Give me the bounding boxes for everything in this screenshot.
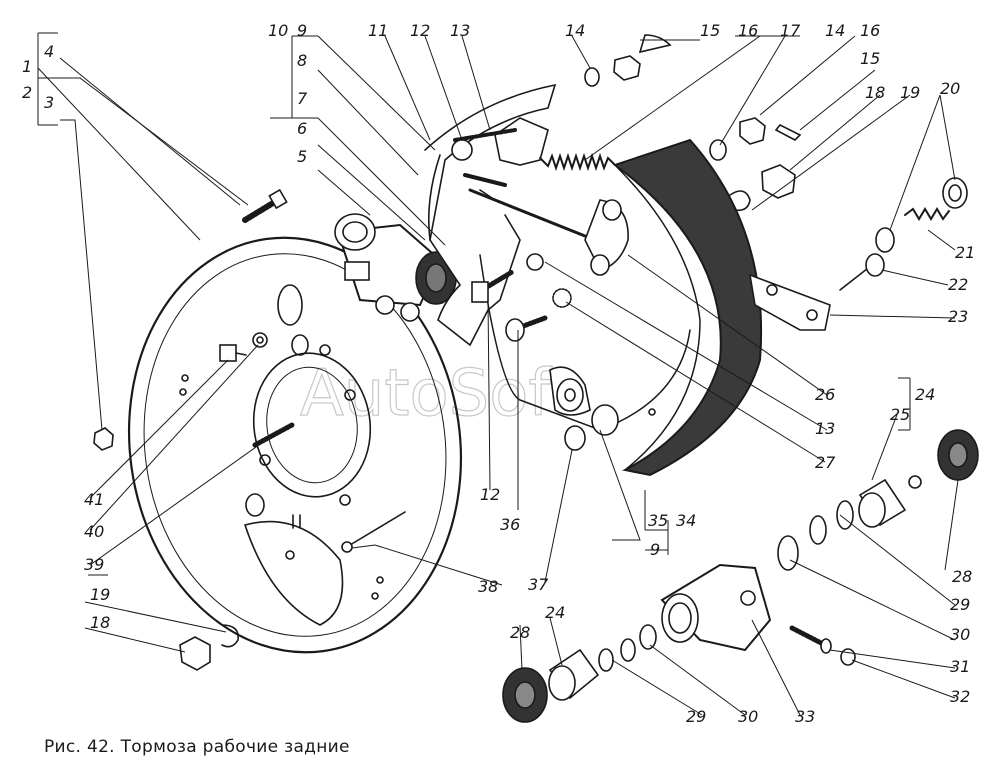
callout-30a: 30	[950, 625, 970, 644]
callout-7: 7	[297, 89, 308, 108]
callout-13a: 13	[450, 21, 470, 40]
cotter-pin-15-top	[638, 34, 672, 54]
callout-24b: 24	[545, 603, 565, 622]
lock-washer-19-bottom	[221, 624, 239, 648]
callout-29b: 29	[686, 707, 706, 726]
nut-16	[739, 117, 766, 145]
ring-29-left	[620, 638, 636, 662]
callout-20: 20	[940, 79, 960, 98]
callout-19a: 19	[900, 83, 920, 102]
figure-caption: Рис. 42. Тормоза рабочие задние	[44, 737, 350, 757]
callout-16a: 16	[738, 21, 758, 40]
callout-9b: 9	[650, 540, 660, 559]
nut-3	[93, 427, 114, 451]
callout-38: 38	[478, 577, 498, 596]
bolt-41	[219, 344, 247, 362]
callout-3: 3	[44, 93, 54, 112]
washer-19-right	[875, 227, 895, 253]
washer-14	[709, 139, 727, 161]
callout-18b: 18	[90, 613, 110, 632]
callout-28b: 28	[510, 623, 530, 642]
callout-30b: 30	[738, 707, 758, 726]
bolt-4	[242, 188, 288, 223]
wheel-cylinder-assembly	[334, 213, 457, 322]
callout-40: 40	[84, 522, 104, 541]
callout-17: 17	[780, 21, 801, 40]
cotter-pin-15	[774, 123, 802, 141]
callout-8: 8	[297, 51, 307, 70]
nut-18	[761, 164, 796, 199]
callout-14a: 14	[565, 21, 585, 40]
ring-29-right	[809, 515, 827, 545]
callout-2: 2	[22, 83, 32, 102]
callout-27: 27	[815, 453, 836, 472]
callout-28a: 28	[952, 567, 972, 586]
callout-32: 32	[950, 687, 970, 706]
bolt-36	[505, 315, 548, 342]
callout-10: 10	[268, 21, 288, 40]
callout-25: 25	[890, 405, 910, 424]
callout-19b: 19	[90, 585, 110, 604]
callout-16b: 16	[860, 21, 880, 40]
ring-left	[598, 648, 614, 672]
backing-plate	[127, 236, 463, 654]
callout-11: 11	[368, 21, 388, 40]
cup-30-right	[777, 535, 799, 571]
callout-26: 26	[815, 385, 835, 404]
callout-22: 22	[948, 275, 968, 294]
brake-shoe-with-lining	[479, 138, 763, 477]
nut-18-bottom	[179, 636, 211, 671]
callout-37: 37	[528, 575, 549, 594]
return-spring-26	[539, 152, 615, 172]
callout-24a: 24	[915, 385, 935, 404]
link-plate-23	[748, 273, 831, 331]
cap-20	[942, 177, 968, 209]
callout-13b: 13	[815, 419, 835, 438]
washer-37	[564, 425, 586, 451]
wheel-cylinder-33	[660, 563, 772, 652]
callout-15b: 15	[860, 49, 880, 68]
nut-16-top	[613, 55, 641, 81]
callout-15a: 15	[700, 21, 720, 40]
callout-33: 33	[795, 707, 815, 726]
callout-36: 36	[500, 515, 520, 534]
pin-22	[839, 253, 885, 291]
callout-12a: 12	[410, 21, 430, 40]
callout-9a: 9	[297, 21, 307, 40]
callout-18a: 18	[865, 83, 885, 102]
washer-40	[252, 332, 268, 348]
callout-21: 21	[955, 243, 975, 262]
callout-6: 6	[297, 119, 307, 138]
callout-35: 35	[648, 511, 668, 530]
pin-38	[341, 511, 406, 553]
leader-lines	[37, 32, 959, 716]
callout-34: 34	[676, 511, 696, 530]
plug-25	[908, 475, 922, 489]
shoe-lever-assembly	[424, 83, 622, 347]
callout-29a: 29	[950, 595, 970, 614]
piston-24-left	[548, 648, 600, 701]
spring-21	[904, 207, 950, 221]
callout-4: 4	[44, 42, 54, 61]
callout-5: 5	[297, 147, 307, 166]
piston-24-right	[858, 478, 907, 528]
bolt-12-lower	[471, 269, 515, 303]
callout-23: 23	[948, 307, 968, 326]
callout-1: 1	[22, 57, 32, 76]
callout-14b: 14	[825, 21, 845, 40]
callout-12b: 12	[480, 485, 500, 504]
ring-30-right	[836, 500, 854, 530]
bleeder-31	[789, 625, 832, 654]
callout-31: 31	[950, 657, 970, 676]
cup-30-left	[639, 624, 657, 650]
callout-39: 39	[84, 555, 104, 574]
lock-washer-19	[729, 190, 751, 212]
washer-14-top	[584, 67, 600, 87]
callout-labels: 4 1 2 3 10 9 8 7 6 5 11 12 13 14 15 16 1…	[22, 21, 975, 726]
callout-41: 41	[84, 490, 104, 509]
